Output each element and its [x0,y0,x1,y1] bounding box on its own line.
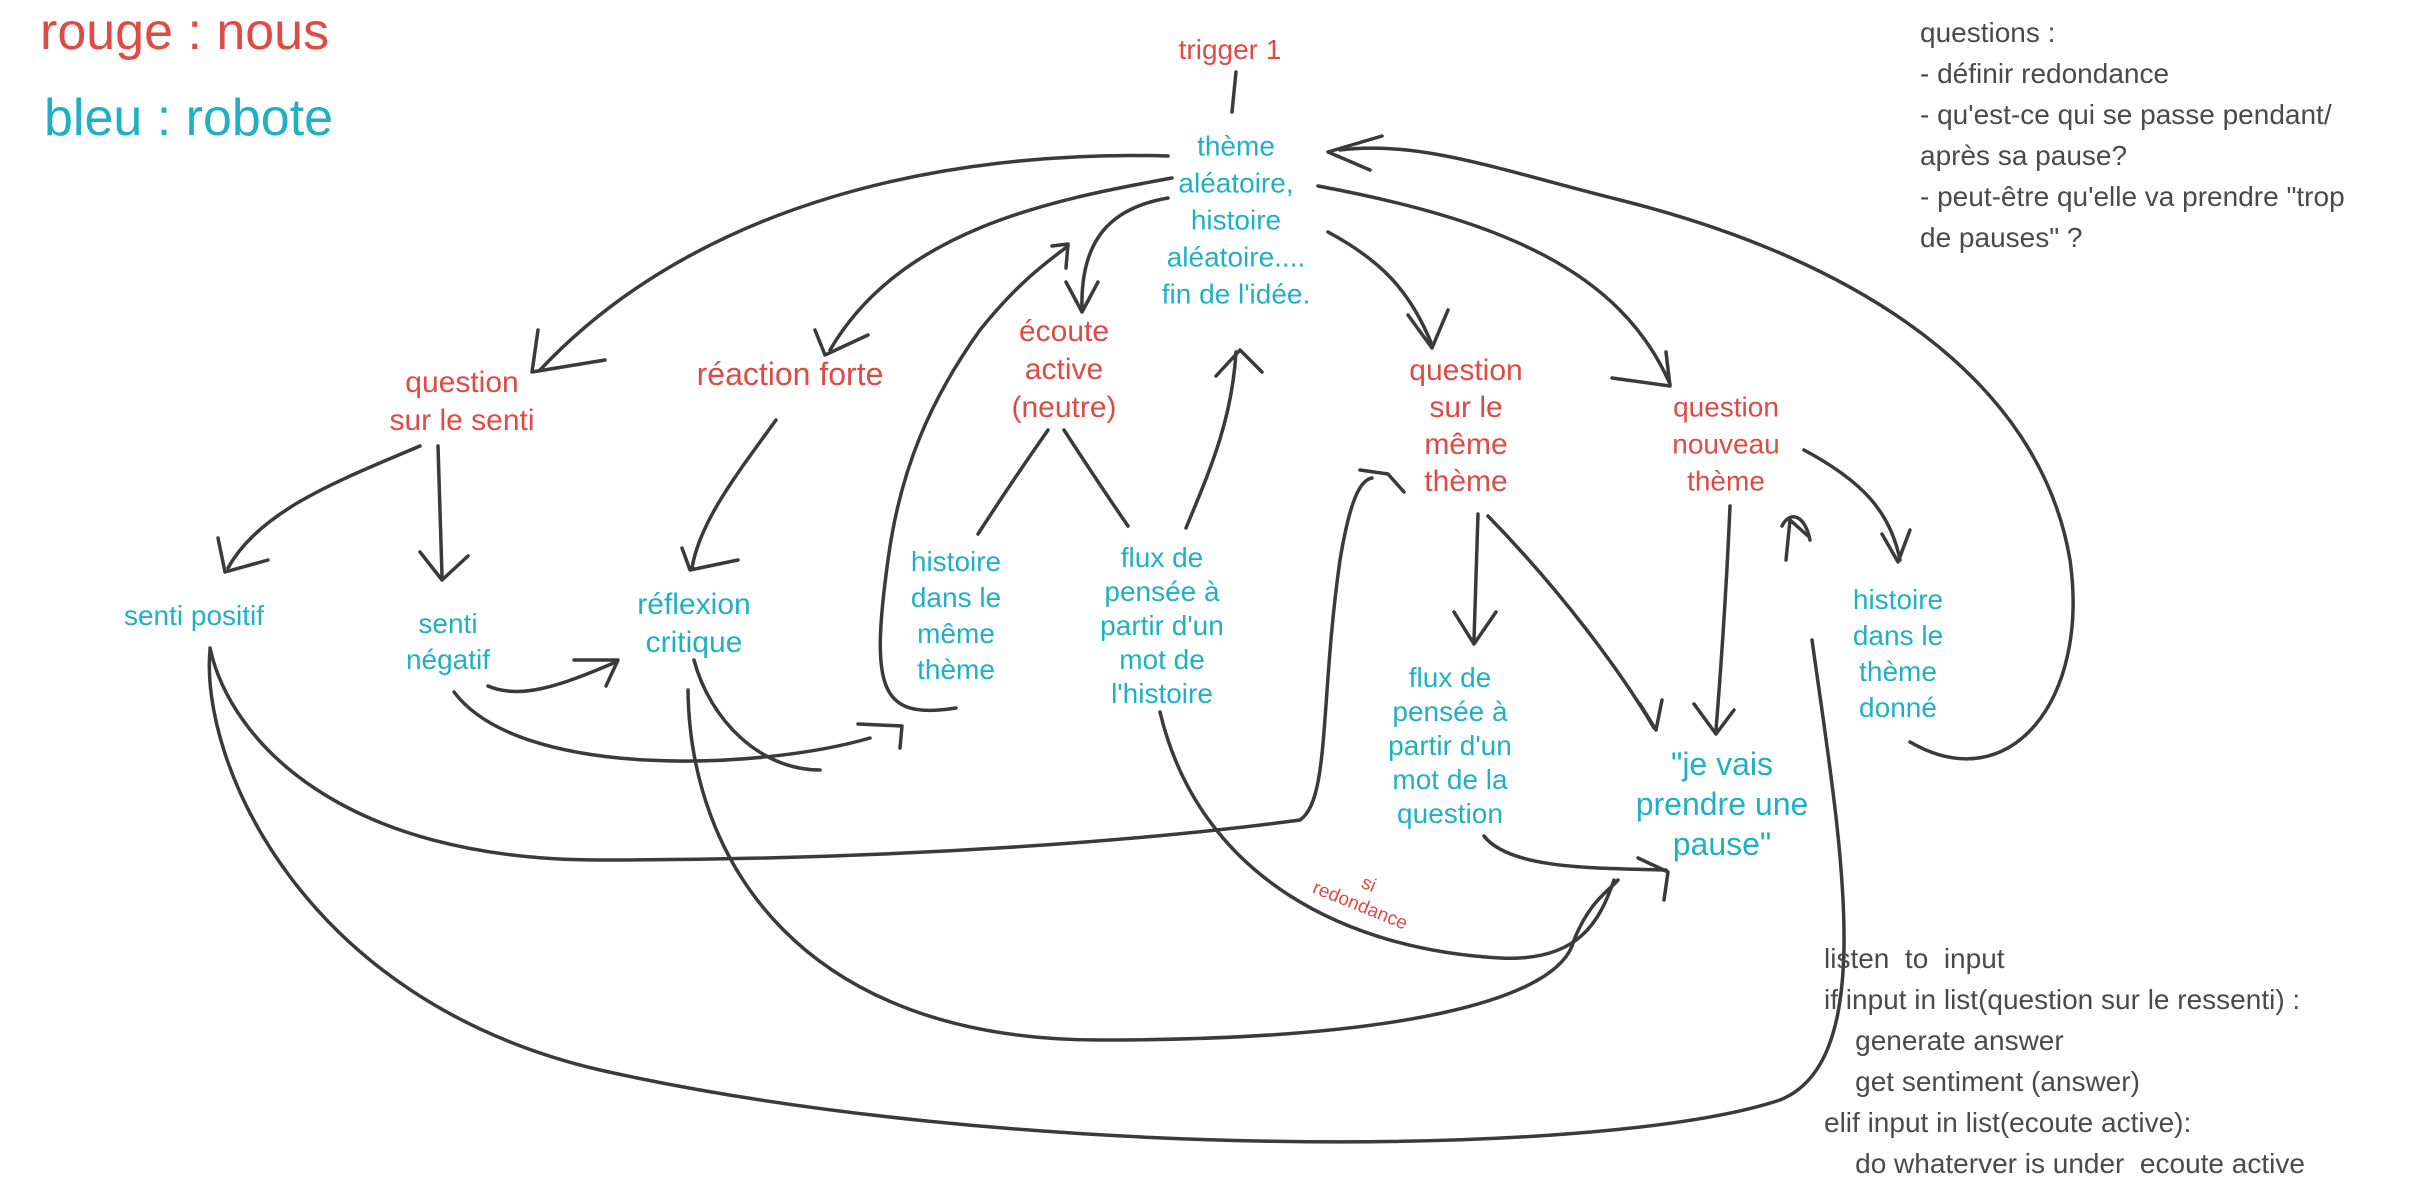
node-histoire-meme-theme: histoire dans le même thème [910,546,1002,685]
node-reaction-forte: réaction forte [696,355,884,392]
arrow-trigger-theme [1230,70,1238,114]
arrowhead-positif [216,536,270,574]
arrowhead-qnouveau-histdonne [1880,528,1912,564]
arrowhead-qnouveau [1610,350,1672,388]
arrow-ecoute-flux [1062,428,1130,528]
arrowhead-ecoute [1064,280,1100,314]
arrowhead-qnouveau-pause [1692,702,1736,736]
node-histoire-theme-donne: histoire dans le thème donné [1852,584,1944,723]
arrow-histdonne-bend [1780,515,1812,542]
node-question-meme-theme: question sur le même thème [1409,354,1523,498]
legend-blue: bleu : robote [44,89,334,147]
arrowhead-histmeme-theme [1050,242,1070,270]
arrow-positif-qmeme [208,476,1374,862]
arrow-reflexion-histmeme [692,658,822,772]
arrowhead-positif-qmeme [1358,468,1406,494]
arrow-qnouveau-pause [1714,504,1732,732]
arrow-loop-theme [1338,146,2075,761]
node-senti-positif: senti positif [123,600,265,632]
node-flux-histoire: flux de pensée à partir d'un mot de l'hi… [1100,542,1224,709]
arrowhead-neg-refl [572,658,620,688]
arrowhead-qsenti [530,328,607,374]
node-flux-question: flux de pensée à partir d'un mot de la q… [1388,662,1512,829]
arrow-negatif-reflexion [486,660,618,694]
arrowhead-qmeme [1406,308,1450,350]
arrow-reaction-reflexion [690,418,778,570]
arrowhead-positif-histdonne [1784,518,1810,562]
arrow-qmeme-pause [1486,514,1656,730]
node-theme: thème aléatoire, histoire aléatoire.... … [1161,130,1311,310]
arrowhead-loop-theme [1326,134,1384,172]
node-trigger: trigger 1 [1178,34,1282,66]
arrowhead-qmeme-pause [1638,698,1664,732]
questions-note: questions : - définir redondance - qu'es… [1920,17,2345,253]
arrow-theme-qmeme [1326,230,1434,347]
arrow-qsenti-negatif [436,444,444,578]
arrowhead-reflexion [680,546,740,572]
arrows-layer [207,70,2075,1144]
legend-red: rouge : nous [40,3,330,61]
arrow-qmeme-flux2 [1472,512,1480,642]
node-ecoute-active: écoute active (neutre) [1011,315,1117,424]
node-question-nouveau-theme: question nouveau thème [1672,391,1780,497]
arrowhead-flux1-theme [1214,348,1264,378]
arrowhead-negatif [418,550,470,582]
arrow-qsenti-positif [226,444,422,570]
arrow-theme-qsenti [538,153,1170,372]
arrowhead-qmeme-flux2 [1452,610,1498,646]
arrowhead-neg-histmeme [856,722,904,750]
arrow-theme-reaction [828,176,1174,352]
node-question-senti: question sur le senti [389,366,535,437]
arrow-theme-qnouveau [1316,184,1672,386]
arrow-flux1-pause [1158,710,1616,960]
arrow-theme-ecoute [1080,196,1170,312]
node-reflexion-critique: réflexion critique [637,588,751,659]
arrow-negatif-histmeme [452,690,872,763]
node-senti-negatif: senti négatif [405,608,491,675]
arrow-qnouveau-histdonne [1802,448,1902,562]
arrow-flux2-pause [1482,834,1668,872]
arrow-positif-histdonne [207,638,1846,1144]
arrowhead-flux2-pause [1636,856,1670,902]
arrow-flux1-theme [1184,350,1238,530]
arrow-ecoute-histmeme [976,428,1050,536]
arrowhead-reaction [813,328,870,357]
arrow-histmeme-theme [878,244,1070,713]
pseudocode-note: listen to input if input in list(questio… [1824,943,2305,1179]
node-pause: "je vais prendre une pause" [1635,746,1809,862]
